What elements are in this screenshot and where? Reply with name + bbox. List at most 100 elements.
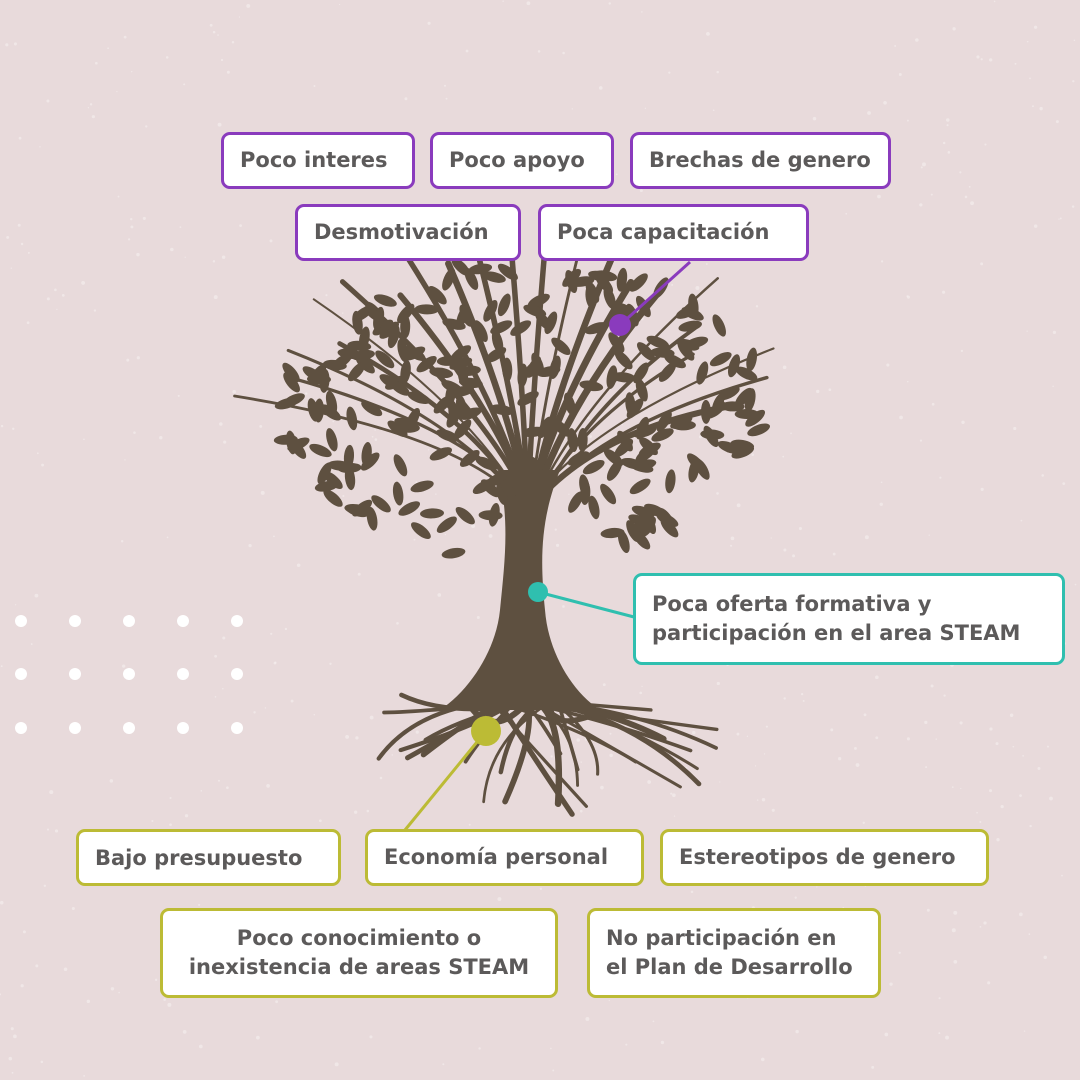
texture-speck (920, 166, 923, 169)
texture-speck (670, 792, 673, 795)
texture-speck (641, 685, 643, 687)
texture-speck (213, 295, 218, 300)
texture-speck (46, 828, 50, 831)
texture-speck (539, 887, 543, 890)
leaf (527, 293, 550, 308)
texture-speck (1073, 39, 1076, 42)
texture-speck (585, 1016, 590, 1021)
problem-marker (528, 582, 548, 602)
texture-speck (259, 424, 263, 428)
leaf (456, 304, 470, 328)
texture-speck (979, 925, 982, 928)
leaf (600, 483, 617, 505)
texture-speck (899, 415, 903, 420)
texture-speck (184, 814, 189, 818)
texture-speck (26, 321, 30, 325)
effect-box: Poca capacitación (538, 204, 809, 261)
texture-speck (579, 809, 583, 813)
decorative-dot (231, 722, 243, 734)
texture-speck (128, 238, 131, 241)
texture-speck (562, 605, 565, 608)
texture-speck (130, 70, 133, 73)
texture-speck (761, 797, 766, 802)
texture-speck (339, 3, 341, 6)
texture-speck (269, 239, 273, 243)
texture-speck (217, 122, 222, 127)
texture-speck (214, 696, 217, 698)
leaf (678, 320, 702, 332)
texture-speck (379, 776, 383, 780)
leaf (646, 335, 670, 349)
texture-speck (952, 27, 956, 31)
texture-speck (217, 779, 220, 782)
texture-speck (798, 526, 803, 531)
effect-box: Poco interes (221, 132, 415, 189)
leaf (588, 495, 600, 520)
leaf (517, 363, 528, 388)
leaf (611, 372, 636, 383)
leaf (420, 508, 445, 519)
leaf (633, 362, 649, 384)
leaf (502, 357, 513, 382)
leaf (614, 350, 633, 370)
texture-speck (863, 713, 867, 717)
texture-speck (10, 1027, 14, 1031)
texture-speck (886, 363, 890, 367)
texture-speck (976, 811, 978, 814)
texture-speck (987, 981, 991, 985)
leaf (325, 390, 338, 415)
texture-speck (922, 162, 926, 167)
texture-speck (698, 435, 702, 439)
leaf (473, 320, 488, 342)
texture-speck (63, 967, 68, 972)
texture-speck (374, 429, 376, 431)
texture-speck (246, 3, 251, 8)
texture-speck (880, 481, 883, 484)
leaf (745, 409, 766, 427)
texture-speck (0, 665, 3, 668)
texture-speck (830, 728, 834, 732)
leaf (517, 391, 539, 406)
texture-speck (756, 799, 759, 801)
texture-speck (5, 43, 9, 47)
leaf (331, 353, 353, 370)
texture-speck (1012, 745, 1015, 748)
leaf (347, 340, 372, 351)
texture-speck (87, 107, 90, 109)
leaf (696, 361, 709, 385)
texture-speck (214, 654, 218, 658)
texture-speck (568, 493, 570, 495)
texture-speck (183, 83, 186, 86)
texture-speck (751, 453, 754, 457)
texture-speck (366, 809, 370, 813)
texture-speck (951, 786, 954, 789)
texture-speck (1072, 80, 1075, 83)
texture-speck (602, 683, 606, 687)
texture-speck (163, 998, 166, 1001)
cause-label: Estereotipos de genero (679, 845, 956, 869)
leaf (393, 454, 408, 477)
texture-speck (1074, 583, 1077, 586)
texture-speck (369, 1035, 373, 1039)
texture-speck (0, 900, 4, 905)
texture-speck (404, 97, 408, 101)
texture-speck (275, 1000, 279, 1004)
leaf (717, 441, 741, 454)
effect-label: Poco apoyo (449, 148, 585, 172)
causes-marker (471, 716, 501, 746)
leaf (584, 322, 608, 335)
texture-speck (264, 707, 267, 709)
leaf (416, 355, 437, 373)
texture-speck (1052, 385, 1054, 388)
texture-speck (1026, 40, 1029, 43)
texture-speck (371, 435, 374, 438)
texture-speck (782, 455, 785, 458)
texture-speck (864, 535, 869, 540)
leaf (735, 366, 758, 381)
texture-speck (334, 1062, 339, 1067)
texture-speck (415, 730, 419, 734)
texture-speck (792, 554, 796, 558)
texture-speck (719, 781, 721, 783)
